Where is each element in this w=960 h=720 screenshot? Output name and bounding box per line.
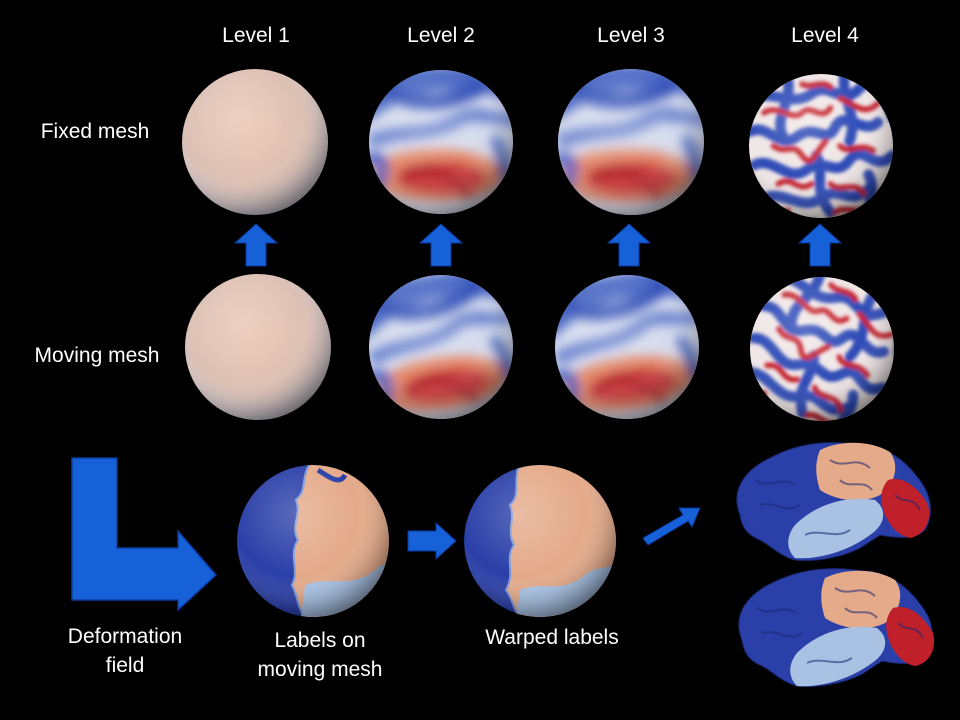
moving-sphere-level-1 (185, 274, 331, 420)
warped-labels-sphere (464, 465, 616, 617)
right-arrow-icon (407, 521, 457, 561)
warped-labels-label: Warped labels (485, 626, 619, 649)
moving-mesh-label: Moving mesh (34, 344, 160, 367)
fixed-sphere-level-3 (558, 69, 704, 215)
moving-sphere-level-2 (369, 275, 513, 419)
fixed-mesh-label: Fixed mesh (40, 120, 150, 143)
fixed-sphere-level-2 (369, 70, 513, 214)
fixed-sphere-level-1 (182, 69, 328, 215)
deformation-field-arrow-icon (71, 457, 218, 612)
brain-bottom (738, 568, 935, 687)
up-arrow-icon (607, 223, 651, 267)
up-arrow-icon (798, 223, 842, 267)
diagonal-arrow-icon (642, 507, 701, 546)
level-3-label: Level 3 (597, 24, 665, 47)
moving-sphere-level-4 (750, 277, 894, 421)
up-arrow-icon (234, 223, 278, 267)
level-4-label: Level 4 (791, 24, 859, 47)
labels-on-moving-mesh-sphere (237, 465, 389, 617)
brain-top (736, 442, 931, 561)
up-arrow-icon (419, 223, 463, 267)
fixed-sphere-level-4 (749, 74, 893, 218)
moving-sphere-level-3 (555, 275, 699, 419)
deformation-field-label: Deformation field (67, 625, 183, 677)
level-2-label: Level 2 (407, 24, 475, 47)
level-1-label: Level 1 (222, 24, 290, 47)
labels-on-moving-mesh-label: Labels on moving mesh (257, 629, 383, 681)
